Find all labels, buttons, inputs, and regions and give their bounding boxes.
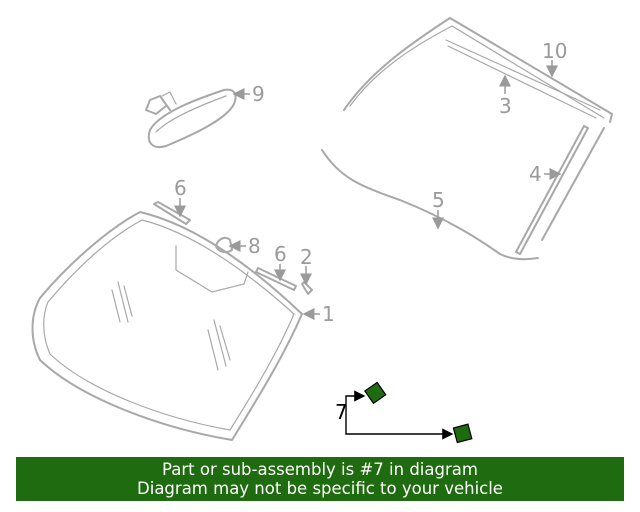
upper-molding — [343, 17, 613, 123]
windshield-glass — [31, 211, 303, 441]
part-7-square-lower — [452, 423, 473, 444]
callout-6-upper: 6 — [174, 176, 187, 200]
side-molding-4 — [515, 125, 605, 255]
part-7-callout: 7 — [335, 381, 473, 444]
banner-line-1: Part or sub-assembly is #7 in diagram — [162, 460, 478, 479]
callout-2: 2 — [300, 245, 313, 269]
rear-view-mirror — [145, 88, 237, 148]
callout-8: 8 — [248, 234, 261, 258]
callout-1: 1 — [322, 302, 335, 326]
callout-6-lower: 6 — [274, 242, 287, 266]
clip-2 — [301, 281, 313, 295]
callout-5: 5 — [432, 188, 445, 212]
molding-strip-6-lower — [255, 267, 297, 291]
lower-molding-5 — [321, 149, 539, 261]
callout-3: 3 — [499, 94, 512, 118]
banner-line-2: Diagram may not be specific to your vehi… — [137, 479, 503, 498]
callout-9: 9 — [252, 82, 265, 106]
molding-strip-6-upper — [153, 201, 191, 225]
callout-10: 10 — [542, 39, 567, 63]
part-7-square-upper — [364, 381, 387, 405]
info-banner: Part or sub-assembly is #7 in diagram Di… — [16, 457, 624, 501]
callout-4: 4 — [529, 162, 542, 186]
callout-7: 7 — [335, 400, 348, 424]
